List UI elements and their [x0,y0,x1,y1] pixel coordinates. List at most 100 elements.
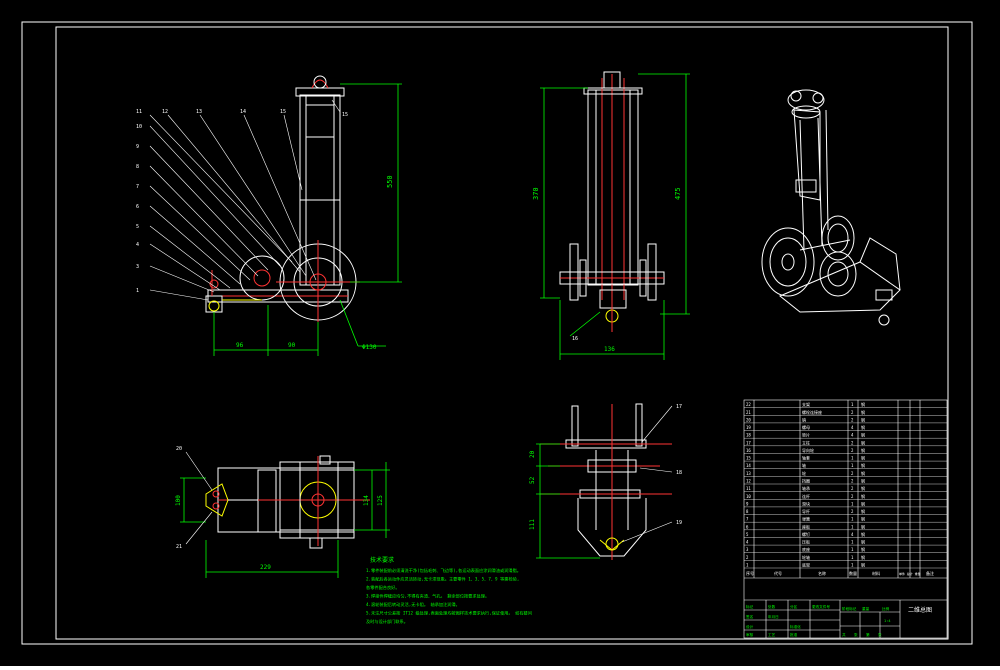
bom-row-no: 3 [746,547,749,552]
side-balloon-8: 8 [136,164,139,170]
bom-row-mat: 钢 [861,439,865,445]
side-balloon-1: 1 [136,288,139,294]
bom-row-qty: 1 [851,540,854,545]
top-balloon-20: 20 [176,446,182,452]
bom-row-name: 轴 [802,462,806,468]
tb-label-zone: 分区 [790,604,798,609]
bom-row-no: 12 [746,479,751,484]
section-balloon-18: 18 [676,470,682,476]
bom-header: 序号 代号 名称 数量 材料 单件 总计 重量 备注 [746,570,934,576]
side-balloon-14: 14 [240,109,246,115]
tb-label-review: 审核 [746,632,754,637]
bom-row-qty: 2 [851,494,854,499]
bom-row-name: 垫片 [802,432,810,438]
bom-row-no: 16 [746,448,751,453]
bom-row-no: 19 [746,425,751,430]
section-balloon-19: 19 [676,520,682,526]
bom-row-mat: 钢 [861,500,865,506]
side-dimensions [213,83,402,356]
front-dimensions [540,73,690,360]
bom-row-name: 弹簧 [802,516,810,522]
bom-row-name: 螺母 [802,424,810,430]
bom-header-no: 序号 [746,570,754,576]
top-view [205,455,370,549]
bom-row-mat: 钢 [861,485,865,491]
tb-sheet-no-unit: 张 [878,632,882,637]
section-dim-c: 111 [529,519,536,530]
bom-row-mat: 钢 [861,493,865,499]
notes-line: 2.装配后各运动件应灵活转动,无卡滞现象。主要零件 1、3、5、7、9 等需检验… [366,576,519,583]
side-dim-left-span: 96 [236,342,244,349]
bom-row-qty: 1 [851,463,854,468]
tb-stage-scale: 比例 [882,606,890,611]
bom-row-no: 18 [746,433,751,438]
side-balloon-11: 11 [136,109,142,115]
bom-row-qty: 1 [851,563,854,568]
title-block-labels: 标记 处数 分区 更改文件号 签名 年月日 设计 标准化 审核 工艺 批准 阶段… [746,604,891,637]
notes-line: 1.零件装配前必须清洗干净(包括毛刺、飞边等),各运动表面应涂润滑油或润滑脂。 [366,567,521,574]
bom-row-mat: 钢 [861,470,865,476]
bom-row-name: 轮 [802,470,806,476]
notes-line: 5.未注尺寸公差按 IT12 级处理,表面处理均按图样技术要求执行,保证使用。 … [366,610,532,617]
bom-row-no: 1 [746,563,749,568]
section-view [540,403,672,560]
side-balloon-9: 9 [136,144,139,150]
iso-big-wheel [761,227,815,297]
bom-row-mat: 钢 [861,401,865,407]
bom-row-no: 15 [746,456,751,461]
tb-label-date: 年月日 [768,614,779,619]
bom-row-mat: 钢 [861,508,865,514]
bom-row-qty: 2 [851,509,854,514]
tb-scale-value: 1:4 [884,619,891,623]
iso-small-wheel [821,215,855,261]
front-dim-inner-height: 370 [532,187,540,200]
bom-row-qty: 2 [851,448,854,453]
bom-row-name: 压板 [802,539,810,545]
tb-label-mark: 标记 [746,604,754,609]
bom-row-mat: 钢 [861,409,865,415]
title-block [743,399,948,639]
bom-header-qty: 数量 [849,570,857,576]
tb-label-approve: 批准 [790,632,798,637]
bom-row-qty: 4 [851,532,854,537]
notes-lines: 1.零件装配前必须清洗干净(包括毛刺、飞边等),各运动表面应涂润滑油或润滑脂。 2… [366,567,532,625]
bom-row-no: 17 [746,440,751,445]
bom-row-qty: 2 [851,417,854,422]
side-balloon-4: 4 [136,242,139,248]
side-balloon-7: 7 [136,184,139,190]
bom-row-name: 螺栓连接座 [802,409,822,415]
side-cylinder [305,104,335,138]
bom-row-mat: 钢 [861,516,865,522]
bom-row-mat: 钢 [861,546,865,552]
side-dim-height: 550 [386,175,394,188]
bom-row-name: 连杆 [802,493,810,499]
bom-row-mat: 钢 [861,455,865,461]
tb-sheet-total-unit: 张 [854,632,858,637]
front-frame [587,89,639,286]
section-dimensions [536,443,600,559]
section-leaders [621,405,673,543]
bom-row-mat: 钢 [861,523,865,529]
side-balloon-13: 13 [196,109,202,115]
notes-line: 3.焊接件焊缝应均匀,不得有夹渣、气孔。 剩余部位按要求处理。 [366,593,489,600]
notes-line: 4.滚轮装配后转动灵活,无卡阻。 轴承加注润滑。 [366,601,460,608]
bom-row-qty: 2 [851,479,854,484]
front-balloon: 16 [572,336,578,342]
tb-sheet-total: 共 [842,632,846,637]
outer-border [21,21,973,645]
section-dim-b: 52 [529,476,536,484]
bom-row-qty: 1 [851,402,854,407]
side-balloon-top: 15 [342,112,348,118]
bom-header-name: 名称 [818,570,826,576]
bom-row-qty: 2 [851,486,854,491]
bom-row-mat: 钢 [861,554,865,560]
isometric-view [761,89,901,326]
front-view [559,71,665,332]
notes-heading: 技术要求 [370,556,394,564]
side-balloon-6: 6 [136,204,139,210]
top-leaders [185,451,213,545]
bom-row-name: 立柱 [802,439,810,445]
bom-row-qty: 1 [851,517,854,522]
